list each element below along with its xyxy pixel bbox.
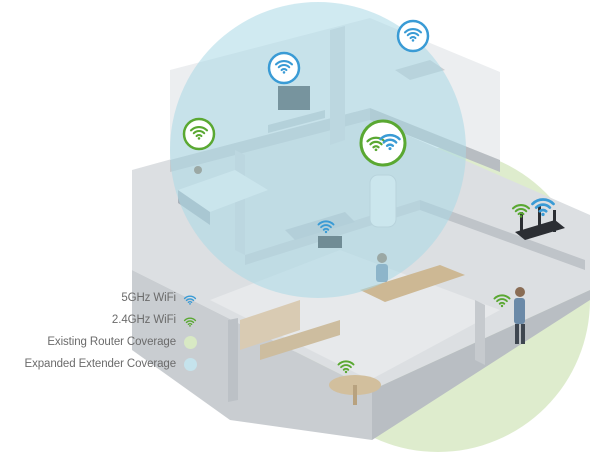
wifi-badge-24ghz-bedroom [182,117,216,151]
wifi-badge-5ghz-top-right [396,19,430,53]
extender-coverage-area [170,2,466,298]
coverage-dot [184,335,197,349]
wifi-badge-5ghz-upper-desk [267,51,301,85]
wifi-badge-extender-dual [359,119,407,167]
legend-label: Expanded Extender Coverage [24,358,177,370]
legend-label: 2.4GHz WiFi [111,314,176,326]
coverage-dot [184,357,197,371]
wifi-icon [183,295,197,305]
wifi-icon [183,317,197,327]
legend-label: 5GHz WiFi [121,292,176,304]
legend-item: Existing Router Coverage [47,334,198,350]
legend-item: Expanded Extender Coverage [25,356,198,372]
legend-label: Existing Router Coverage [47,336,176,348]
legend-item: 2.4GHz WiFi [112,312,198,328]
legend-item: 5GHz WiFi [121,290,198,306]
